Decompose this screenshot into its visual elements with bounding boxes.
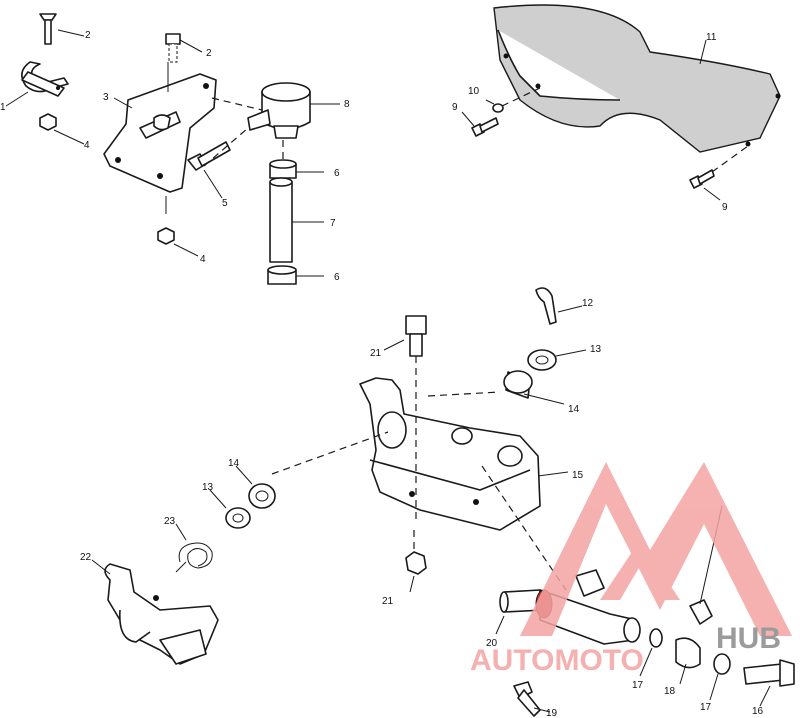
- bolt-part-5: [187, 141, 231, 171]
- bushing-part-14-right: [503, 370, 533, 399]
- callout-17-right: 17: [700, 702, 712, 713]
- bracket-part-3: [103, 73, 217, 193]
- callout-4-bottom: 4: [200, 254, 206, 265]
- cover-part-11: [493, 4, 781, 153]
- callout-11: 11: [706, 32, 717, 43]
- nut-part-4-bottom: [157, 227, 175, 245]
- callout-2-top: 2: [85, 30, 91, 41]
- callout-7: 7: [330, 218, 336, 229]
- nut-part-21-bottom: [405, 551, 427, 575]
- bracket-part-15: [359, 377, 541, 531]
- callout-3: 3: [103, 92, 109, 103]
- clevis-part-18: [675, 505, 723, 669]
- callout-14-right: 14: [568, 404, 580, 415]
- callout-22: 22: [80, 552, 92, 563]
- callout-12: 12: [582, 298, 594, 309]
- callout-2-bracket: 2: [206, 48, 212, 59]
- clamp-part-1: [21, 61, 69, 97]
- bolt-part-16: [743, 659, 795, 687]
- nut-part-4-top: [39, 113, 57, 131]
- callout-14-left: 14: [228, 458, 240, 469]
- callout-20: 20: [486, 638, 498, 649]
- callout-16: 16: [752, 706, 764, 717]
- bushing-part-14-left: [248, 483, 276, 509]
- screw-part-9-right: [689, 169, 715, 189]
- hose-part-7: [269, 177, 293, 263]
- washer-part-17-right: [713, 653, 731, 675]
- screw-part-9-left: [471, 117, 499, 137]
- callout-13-right: 13: [590, 344, 602, 355]
- callout-19: 19: [546, 708, 558, 718]
- watermark-triangle: [520, 462, 792, 636]
- watermark-word-automoto: AUTOMOTO: [470, 644, 644, 677]
- callout-21-top: 21: [370, 348, 382, 359]
- callout-6-top: 6: [334, 168, 340, 179]
- bolt-part-19: [513, 681, 541, 717]
- callout-13-left: 13: [202, 482, 214, 493]
- washer-part-17-left: [649, 628, 663, 648]
- reservoir-part-8: [247, 82, 311, 139]
- callout-9-right: 9: [722, 202, 728, 213]
- clip-part-6-top: [269, 159, 297, 179]
- bolt-part-21-top: [405, 315, 427, 357]
- bolt-part-2-bracket: [165, 33, 181, 63]
- callout-10-left: 10: [468, 86, 480, 97]
- pin-part-12: [535, 287, 557, 325]
- callout-4-top: 4: [84, 140, 90, 151]
- pedal-part-22: [104, 563, 219, 665]
- clip-part-6-bottom: [267, 265, 297, 285]
- washer-part-13-left: [225, 507, 251, 529]
- callout-8: 8: [344, 99, 350, 110]
- callout-15: 15: [572, 470, 584, 481]
- callout-17-left: 17: [632, 680, 644, 691]
- washer-part-13-right: [527, 349, 557, 371]
- callout-1: 1: [0, 102, 6, 113]
- spring-part-23: [175, 542, 213, 573]
- callout-5: 5: [222, 198, 228, 209]
- callout-9-left: 9: [452, 102, 458, 113]
- callout-18: 18: [664, 686, 676, 697]
- callout-23: 23: [164, 516, 176, 527]
- watermark-logo: AUTOMOTO HUB: [470, 462, 792, 677]
- callout-6-bottom: 6: [334, 272, 340, 283]
- watermark-word-hub: HUB: [716, 622, 781, 655]
- bolt-part-2-top: [39, 13, 57, 45]
- washer-part-10-left: [492, 103, 504, 113]
- callout-21-bottom: 21: [382, 596, 394, 607]
- watermark-inner-mark: [600, 540, 680, 600]
